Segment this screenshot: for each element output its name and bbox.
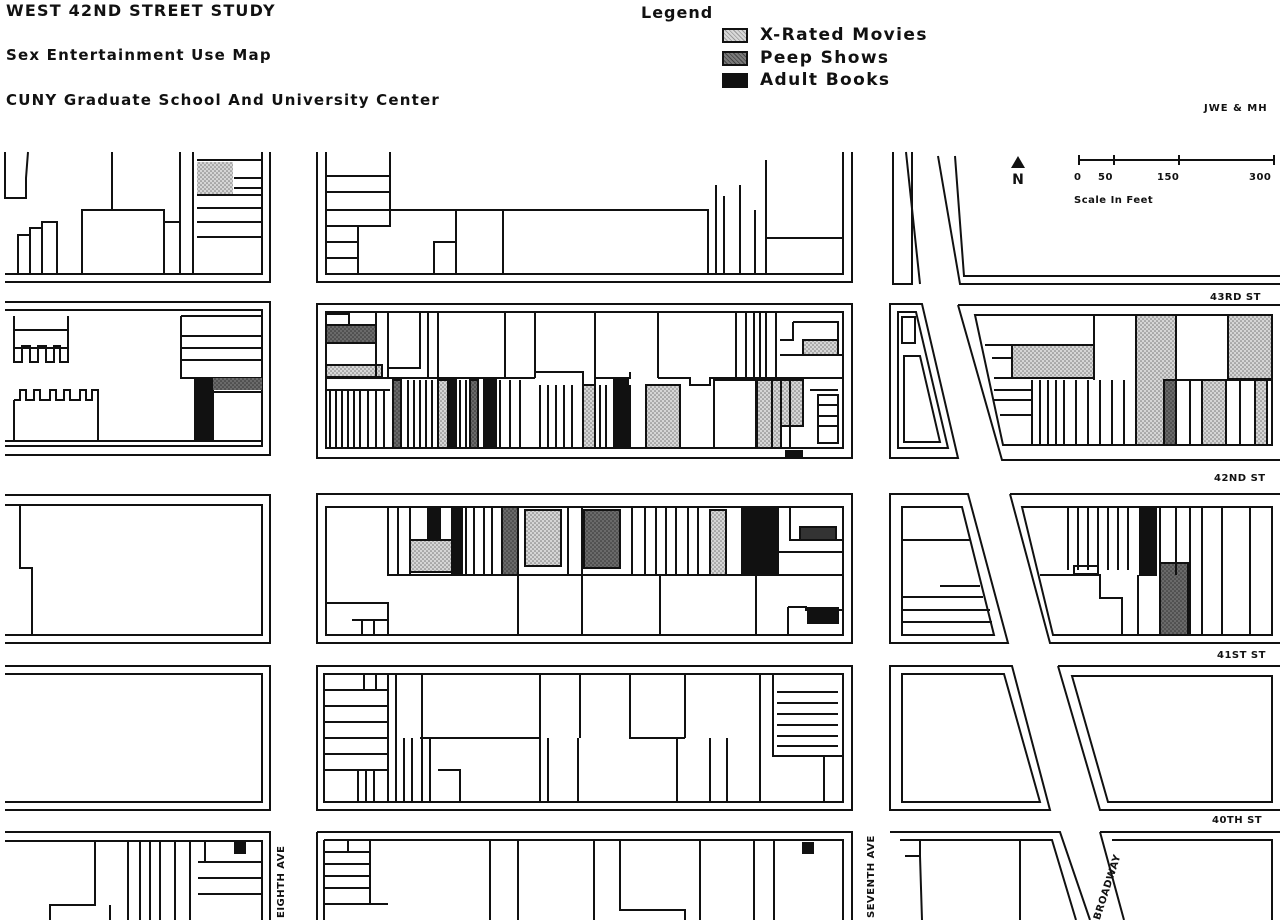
north-arrow: N — [1009, 154, 1027, 187]
street-label-43rd: 43RD ST — [1210, 292, 1261, 303]
scale-bar — [1078, 155, 1275, 165]
legend-label: X-Rated Movies — [760, 25, 928, 45]
legend-item-adult-books: Adult Books — [722, 70, 890, 90]
block-row-3 — [5, 493, 1280, 644]
dark-dots-swatch-icon — [722, 50, 748, 66]
scale-tick-label: 50 — [1098, 172, 1113, 183]
map-institution: CUNY Graduate School And University Cent… — [6, 91, 440, 109]
scale-tick-label: 0 — [1074, 172, 1082, 183]
north-label: N — [1012, 172, 1024, 188]
legend-label: Adult Books — [760, 70, 891, 90]
legend-title: Legend — [641, 3, 714, 22]
street-label-40th: 40TH ST — [1212, 815, 1263, 826]
avenue-label-eighth: EIGHTH AVE — [276, 845, 287, 918]
legend-label: Peep Shows — [760, 48, 890, 68]
map-title: WEST 42ND STREET STUDY — [6, 1, 276, 20]
legend-item-peep-shows: Peep Shows — [722, 48, 889, 68]
block-row-1 — [4, 151, 853, 283]
solid-swatch-icon — [722, 72, 748, 88]
block-row-2 — [5, 301, 853, 459]
map-subtitle: Sex Entertainment Use Map — [6, 46, 272, 64]
scale-tick-label: 300 — [1249, 172, 1272, 183]
credit-initials: JWE & MH — [1204, 103, 1268, 114]
north-arrow-icon — [1011, 156, 1025, 168]
scale-tick-label: 150 — [1157, 172, 1180, 183]
light-dots-swatch-icon — [722, 27, 748, 43]
block-row-5 — [5, 831, 1280, 920]
street-label-41st: 41ST ST — [1217, 650, 1266, 661]
legend-item-x-rated-movies: X-Rated Movies — [722, 25, 928, 45]
scale-caption: Scale In Feet — [1074, 195, 1154, 206]
block-row-4 — [5, 665, 1280, 811]
avenue-label-seventh: SEVENTH AVE — [866, 835, 877, 918]
street-label-42nd: 42ND ST — [1214, 473, 1266, 484]
